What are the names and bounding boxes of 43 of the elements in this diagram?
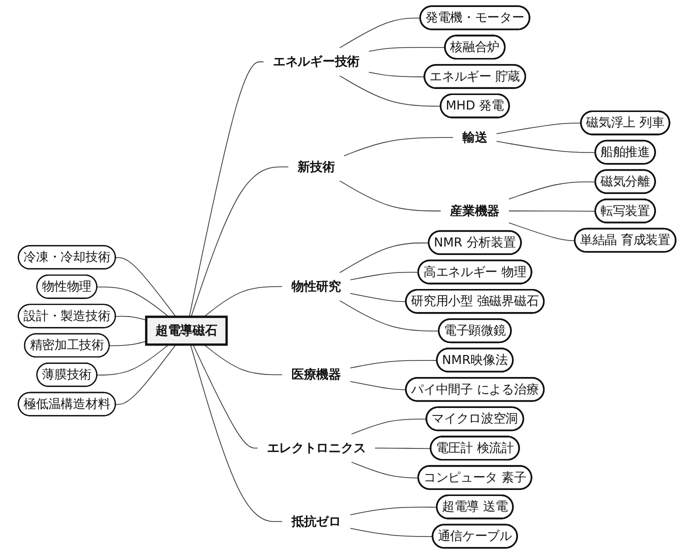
connector <box>190 344 283 522</box>
connector <box>109 340 147 346</box>
connector <box>350 506 438 516</box>
connector <box>374 448 432 449</box>
node-text: エネルギー技術 <box>272 54 360 69</box>
connector <box>339 18 421 48</box>
connector <box>368 72 426 78</box>
connector <box>188 61 264 318</box>
connector <box>350 381 407 390</box>
connector <box>204 344 283 376</box>
connector <box>350 360 438 368</box>
connector <box>350 528 434 537</box>
connector <box>350 462 419 478</box>
connector <box>508 210 596 212</box>
connector <box>339 242 430 274</box>
node-text: 物性研究 <box>291 278 341 294</box>
connector <box>96 344 170 376</box>
connector <box>350 418 428 435</box>
connector <box>368 47 446 52</box>
node-text: 新技術 <box>298 159 335 174</box>
node-text: 輸送 <box>462 130 488 144</box>
node-text: 産業機器 <box>450 203 500 218</box>
connector <box>204 286 283 318</box>
node-text: エレクトロニクス <box>266 440 366 456</box>
connector <box>339 75 442 107</box>
connector <box>96 286 170 318</box>
connector <box>350 272 419 280</box>
connector <box>508 181 596 200</box>
node-text: 抵抗ゼロ <box>291 514 341 528</box>
connector <box>190 166 289 318</box>
connector <box>496 122 582 134</box>
connector <box>350 293 407 302</box>
connector <box>339 180 442 212</box>
connector <box>115 316 147 320</box>
connector <box>344 137 454 156</box>
connector <box>115 257 176 318</box>
connector <box>192 344 258 449</box>
node-box: 超電導磁石 <box>145 316 228 346</box>
connector <box>496 140 596 153</box>
connector <box>339 300 440 332</box>
connector <box>508 222 576 242</box>
connector <box>115 344 176 405</box>
node-text: 医療機器 <box>291 367 341 382</box>
